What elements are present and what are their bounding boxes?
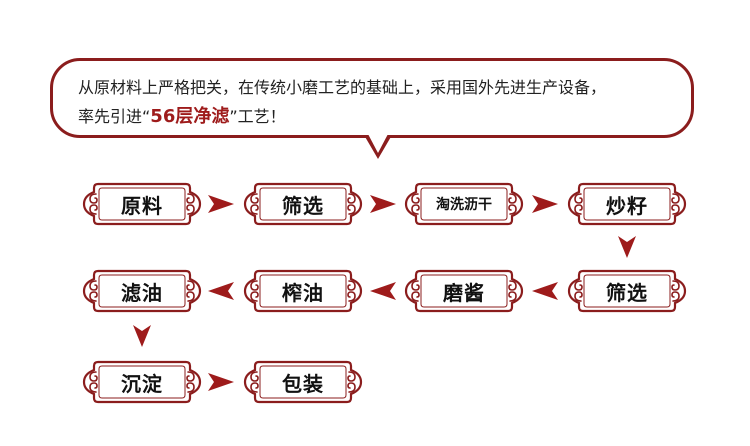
arrow-right-icon — [370, 195, 396, 213]
step-label: 筛选 — [282, 193, 324, 218]
step-mojiang: 磨酱 — [404, 269, 524, 313]
intro-line-2-pre: 率先引进“ — [78, 107, 151, 126]
intro-line-2: 率先引进“56层净滤”工艺！ — [78, 102, 286, 128]
step-label: 原料 — [121, 193, 163, 218]
step-chendian: 沉淀 — [82, 360, 202, 404]
arrow-left-icon — [370, 282, 396, 300]
step-label: 淘洗沥干 — [436, 197, 492, 213]
step-label: 包装 — [282, 371, 324, 396]
arrow-left-icon — [208, 282, 234, 300]
intro-line-1: 从原材料上严格把关，在传统小磨工艺的基础上，采用国外先进生产设备， — [78, 78, 607, 97]
arrow-right-icon — [208, 195, 234, 213]
step-label: 炒籽 — [606, 193, 648, 218]
step-shaixuan-2: 筛选 — [567, 269, 687, 313]
step-shaixuan-1: 筛选 — [243, 182, 363, 226]
intro-highlight: 56层净滤 — [150, 106, 230, 127]
step-lvyou: 滤油 — [82, 269, 202, 313]
arrow-left-icon — [532, 282, 558, 300]
step-taoxi-ligan: 淘洗沥干 — [404, 182, 524, 226]
step-label: 滤油 — [121, 280, 163, 305]
arrow-right-icon — [208, 373, 234, 391]
step-label: 磨酱 — [443, 280, 485, 305]
step-chaozi: 炒籽 — [567, 182, 687, 226]
step-yuanliao: 原料 — [82, 182, 202, 226]
step-label: 榨油 — [282, 280, 324, 305]
arrow-down-icon — [618, 236, 636, 258]
step-label: 沉淀 — [121, 371, 163, 396]
step-zhayou: 榨油 — [243, 269, 363, 313]
arrow-down-icon — [133, 325, 151, 347]
arrow-right-icon — [532, 195, 558, 213]
intro-line-2-post: ”工艺！ — [229, 107, 286, 126]
step-baozhuang: 包装 — [243, 360, 363, 404]
step-label: 筛选 — [606, 280, 648, 305]
